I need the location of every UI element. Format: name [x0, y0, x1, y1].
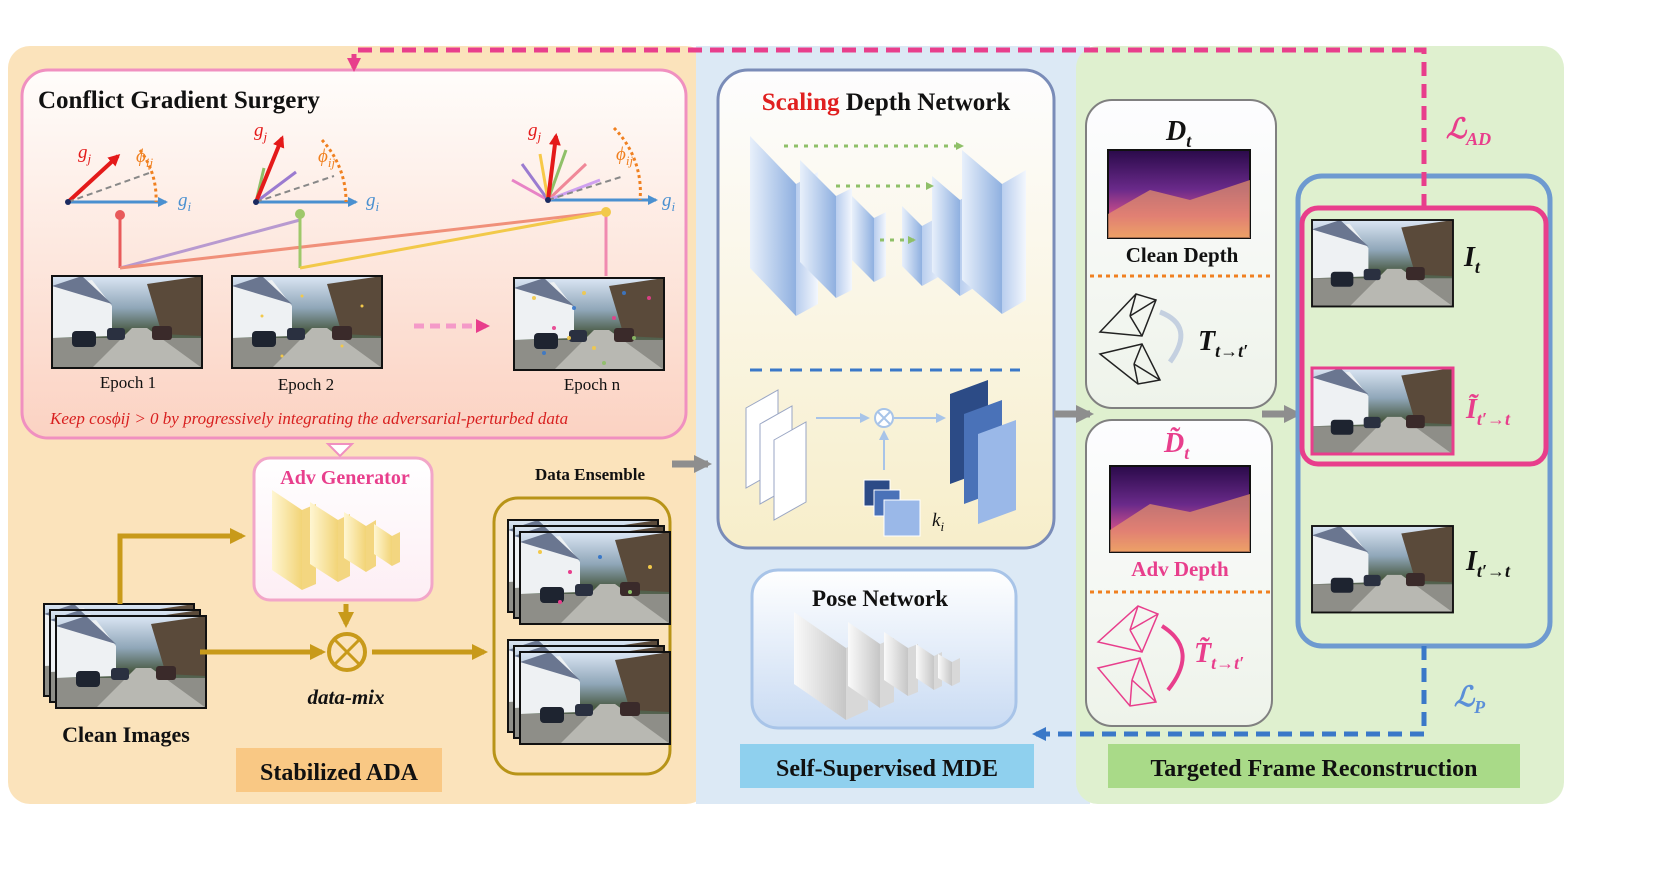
adv-generator-label: Adv Generator: [280, 467, 410, 489]
g-i-label-1: gi: [178, 190, 192, 214]
surgery-connector-triangle: [325, 443, 355, 458]
i-tilde-label: Ĩt′→t: [1465, 394, 1511, 429]
k-i-label: ki: [932, 510, 944, 534]
stabilized-ada-label-box: [236, 748, 442, 792]
epoch-1-label: Epoch 1: [100, 373, 156, 392]
gradient-diagram-2: [253, 135, 358, 207]
data-ensemble-adv-stack: [507, 519, 671, 625]
phi-label-2: ϕij: [318, 146, 335, 170]
stabilized-ada-label: Stabilized ADA: [260, 760, 419, 786]
gradient-diagram-n: [511, 126, 658, 205]
g-j-label-n: gj: [528, 120, 542, 144]
g-j-label-2: gj: [254, 120, 268, 144]
adv-depth-label: Adv Depth: [1131, 557, 1229, 581]
tfr-label-box: [1108, 744, 1520, 788]
epoch-2-label: Epoch 2: [278, 375, 334, 394]
d-t-label: Dt: [1165, 116, 1192, 151]
ada-flow-arrows: [117, 528, 488, 660]
surgery-title: Conflict Gradient Surgery: [38, 87, 320, 114]
depth-encoder-decoder: [750, 136, 1026, 316]
clean-pose-cameras: [1098, 293, 1184, 385]
adversarial-loss-path: [347, 47, 1427, 208]
g-i-label-2: gi: [366, 190, 380, 214]
data-mix-operator: [327, 632, 367, 672]
epoch-2-image: [231, 275, 383, 369]
pose-network-layers: [794, 612, 960, 720]
data-ensemble-clean-stack: [507, 639, 671, 745]
frame-i-tilde: [1310, 366, 1455, 456]
t-pose-adv-label: T̃t→t′: [1194, 638, 1244, 673]
phi-label-n: ϕij: [616, 144, 633, 168]
adv-depth-map: [1109, 465, 1251, 553]
scaling-depth-network-title: Scaling Depth Network: [762, 89, 1011, 116]
i-tprime-label: It′→t: [1465, 546, 1511, 581]
epoch-1-image: [51, 275, 203, 369]
clean-depth-label: Clean Depth: [1126, 243, 1239, 267]
data-ensemble-box: [492, 496, 672, 776]
pose-network-label: Pose Network: [812, 586, 948, 611]
loss-p-label: ℒP: [1454, 682, 1486, 717]
g-j-label-1: gj: [78, 142, 92, 166]
g-i-label-n: gi: [662, 190, 676, 214]
clean-depth-map: [1107, 149, 1251, 239]
frame-i-t: [1311, 219, 1454, 308]
data-mix-label: data-mix: [308, 685, 385, 709]
tfr-label: Targeted Frame Reconstruction: [1150, 756, 1477, 782]
gradient-diagram-1: [65, 149, 168, 207]
i-t-label: It: [1463, 242, 1481, 277]
self-supervised-mde-label: Self-Supervised MDE: [776, 756, 998, 782]
scaling-module: [745, 380, 1016, 537]
d-t-adv-label: D̃t: [1163, 428, 1190, 463]
epoch-gradient-links: [115, 207, 611, 276]
adv-generator-network: [272, 490, 400, 590]
surgery-caption: Keep cosϕij > 0 by progressively integra…: [49, 409, 568, 428]
epoch-n-label: Epoch n: [564, 375, 621, 394]
loss-ad-label: ℒAD: [1446, 114, 1491, 149]
adv-pose-cameras: [1096, 605, 1185, 707]
skip-connections: [784, 142, 964, 244]
data-ensemble-label: Data Ensemble: [535, 465, 645, 484]
clean-images-stack: [43, 603, 207, 709]
frame-i-tprime: [1311, 525, 1454, 614]
photometric-loss-path: [1032, 646, 1427, 741]
phi-label-1: ϕij: [136, 146, 153, 170]
epoch-n-image: [513, 277, 665, 371]
self-supervised-mde-label-box: [740, 744, 1034, 788]
clean-images-label: Clean Images: [62, 722, 190, 747]
t-pose-label: Tt→t′: [1198, 326, 1248, 361]
